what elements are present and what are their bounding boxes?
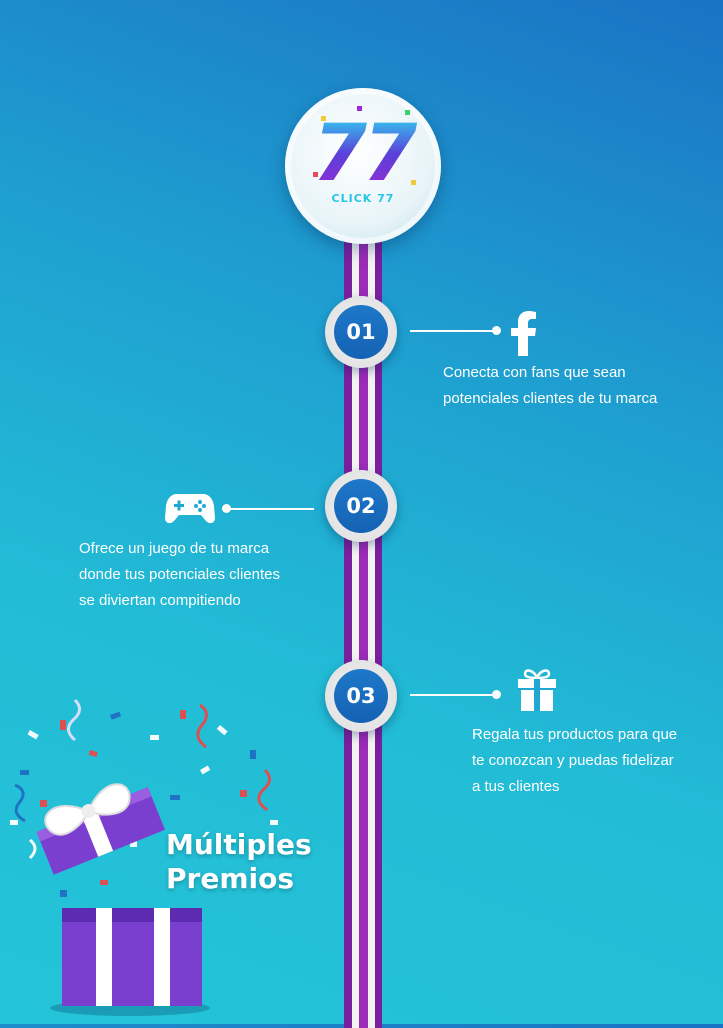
logo-brand-text: CLICK 77 [331,192,395,205]
step-01-badge: 01 [325,296,397,368]
step-02-text-line: donde tus potenciales clientes [79,566,280,583]
gift-lid [36,783,166,875]
logo-sparkle [411,180,416,185]
step-02-connector [228,508,314,510]
gift-box-body [50,908,210,1016]
step-01-text-line: Conecta con fans que sean [443,364,626,381]
logo-sparkle [321,116,326,121]
step-03-text-line: te conozcan y puedas fidelizar [472,752,674,769]
prize-title-line: Premios [166,862,294,895]
step-02-number: 02 [334,479,388,533]
logo-sparkle [357,106,362,111]
gamepad-icon [165,490,215,526]
logo-sparkle [313,172,318,177]
step-01-description: Conecta con fans que sean potenciales cl… [443,360,657,412]
step-03-badge: 03 [325,660,397,732]
facebook-icon [510,310,538,356]
gift-box-illustration [0,690,320,1020]
prize-title: Múltiples Premios [166,828,312,896]
logo-sparkle [405,110,410,115]
gift-icon [516,666,558,712]
step-02-connector-dot [222,504,231,513]
step-01-number: 01 [334,305,388,359]
step-02-text-line: Ofrece un juego de tu marca [79,540,270,557]
step-03-text-line: Regala tus productos para que [472,726,678,743]
step-03-connector-dot [492,690,501,699]
step-03-connector [410,694,494,696]
step-01-text-line: potenciales clientes de tu marca [443,390,658,407]
step-03-text-line: a tus clientes [472,778,560,795]
step-01-connector [410,330,494,332]
logo-number: 77 [285,114,441,194]
step-03-description: Regala tus productos para que te conozca… [472,722,677,800]
step-02-description: Ofrece un juego de tu marca donde tus po… [79,536,280,614]
prize-title-line: Múltiples [166,828,312,861]
confetti [10,698,278,897]
step-03-number: 03 [334,669,388,723]
step-02-text-line: se diviertan compitiendo [79,592,241,609]
step-01-connector-dot [492,326,501,335]
click77-logo: 77 CLICK 77 [285,88,441,244]
step-02-badge: 02 [325,470,397,542]
